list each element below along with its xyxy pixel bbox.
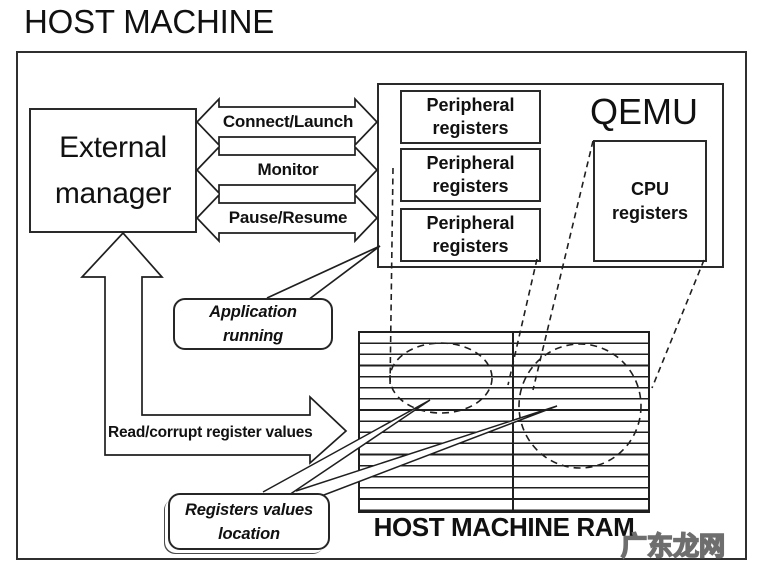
- peripheral-registers-box-1: Peripheral registers: [400, 90, 541, 144]
- watermark-text: 广东龙网: [620, 530, 726, 562]
- read-corrupt-label: Read/corrupt register values: [108, 424, 313, 441]
- application-running-callout: Application running: [173, 298, 333, 350]
- peripheral-registers-3-line2: registers: [432, 236, 509, 256]
- arrow-label-connect-launch: Connect/Launch: [222, 112, 354, 131]
- qemu-box: QEMU Peripheral registers Peripheral reg…: [377, 83, 724, 268]
- peripheral-registers-2-line2: registers: [432, 176, 509, 196]
- application-running-line2: running: [223, 327, 283, 345]
- external-manager-label-line1: External: [59, 130, 167, 164]
- registers-values-location-line1: Registers values: [185, 500, 313, 519]
- arrow-label-pause-resume: Pause/Resume: [228, 208, 348, 227]
- host-machine-ram-label: HOST MACHINE RAM: [373, 512, 635, 542]
- ram-column-divider: [512, 333, 514, 511]
- host-machine-border: [16, 51, 747, 560]
- external-manager-box: External manager: [29, 108, 197, 233]
- qemu-title: QEMU: [590, 91, 698, 132]
- registers-values-location-line2: location: [218, 524, 280, 543]
- cpu-registers-line2: registers: [611, 203, 689, 223]
- peripheral-registers-3-line1: Peripheral: [426, 213, 515, 233]
- application-running-line1: Application: [209, 303, 297, 321]
- peripheral-registers-1-line1: Peripheral: [426, 95, 515, 115]
- cpu-registers-box: CPU registers: [593, 140, 707, 262]
- host-machine-ram-grid: [358, 331, 650, 513]
- external-manager-label-line2: manager: [54, 176, 172, 210]
- registers-values-location-callout: Registers values location: [168, 493, 330, 550]
- cpu-registers-line1: CPU: [630, 179, 669, 199]
- peripheral-registers-box-3: Peripheral registers: [400, 208, 541, 262]
- peripheral-registers-1-line2: registers: [432, 118, 509, 138]
- page-title: HOST MACHINE: [24, 3, 275, 40]
- peripheral-registers-box-2: Peripheral registers: [400, 148, 541, 202]
- peripheral-registers-2-line1: Peripheral: [426, 153, 515, 173]
- arrow-label-monitor: Monitor: [257, 160, 319, 179]
